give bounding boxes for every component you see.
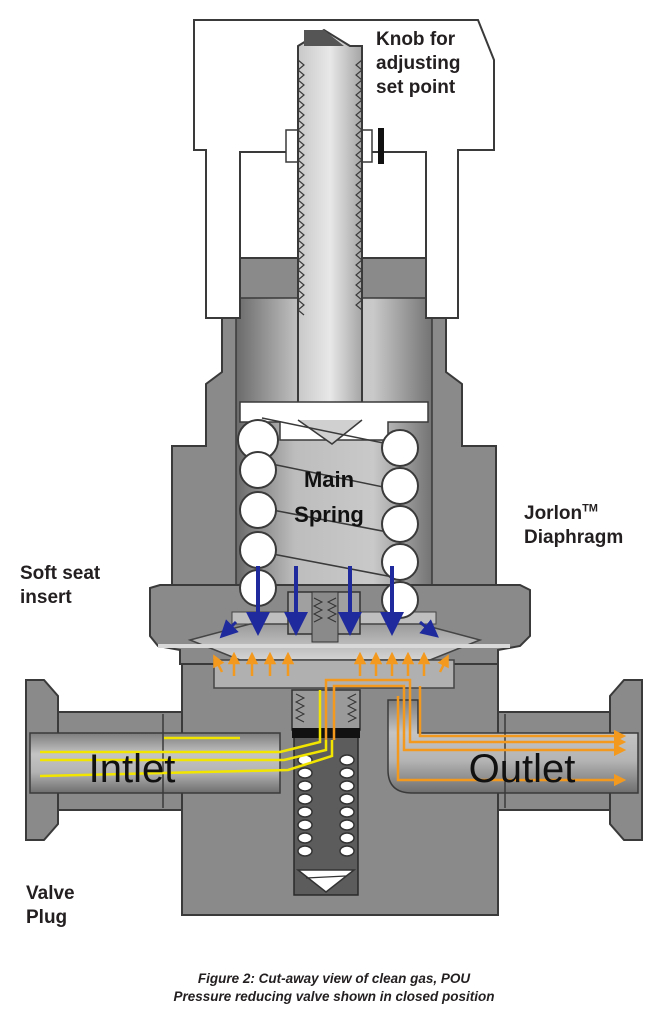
figure-caption-line2: Pressure reducing valve shown in closed …: [173, 989, 495, 1004]
main-spring-label-main: Main: [304, 467, 354, 492]
adjusting-screw: [297, 28, 363, 442]
figure-caption-line1: Figure 2: Cut-away view of clean gas, PO…: [197, 971, 471, 986]
main-spring-label-spring: Spring: [294, 502, 364, 527]
diaphragm-callout: JorlonTM Diaphragm: [524, 502, 623, 550]
outlet-label: Outlet: [469, 747, 576, 791]
outlet-flow: [213, 651, 627, 787]
trademark-sup: TM: [582, 502, 598, 515]
knob-callout: Knob for adjusting set point: [376, 29, 461, 98]
spring-force-arrows: [219, 566, 439, 639]
inlet-label: Intlet: [89, 747, 176, 791]
adjusting-knob: [193, 19, 495, 319]
soft-seat-callout: Soft seat insert: [20, 563, 101, 608]
inlet-flow: [39, 690, 334, 778]
valve-plug-callout: Valve Plug: [26, 883, 75, 928]
outlet-fitting: [387, 679, 643, 841]
diaphragm-label: Diaphragm: [524, 527, 624, 548]
jorlon-label: Jorlon: [524, 503, 583, 524]
